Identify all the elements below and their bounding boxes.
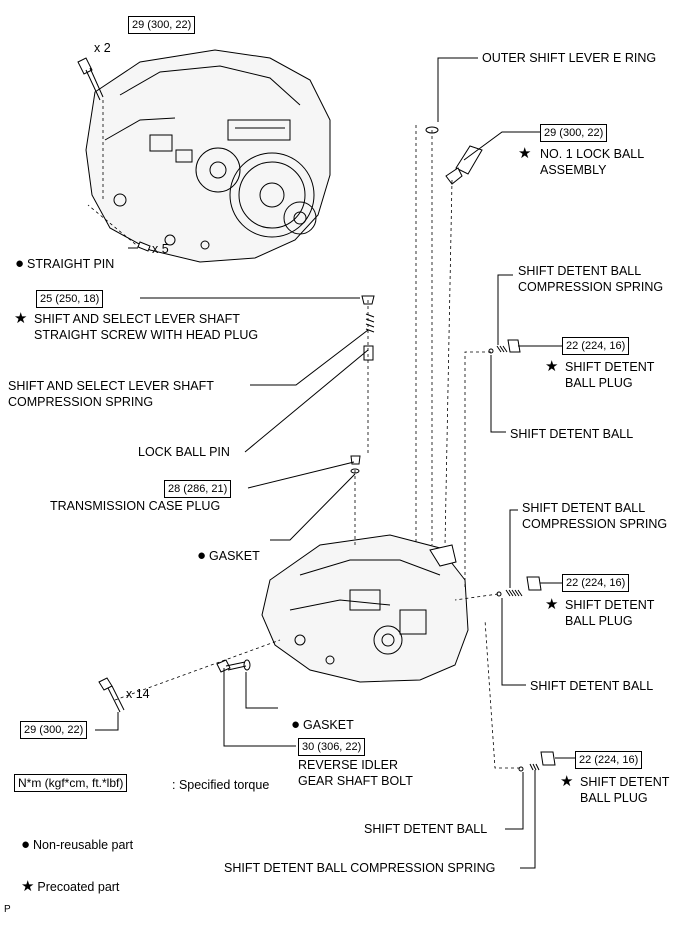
legend-torque-text: : Specified torque [172, 778, 270, 792]
label-detent-spring-1: SHIFT DETENT BALL COMPRESSION SPRING [518, 264, 664, 294]
select-spring-illustration [365, 313, 375, 333]
label-head-plug-text: SHIFT AND SELECT LEVER SHAFT STRAIGHT SC… [34, 312, 259, 342]
label-e-ring: OUTER SHIFT LEVER E RING [482, 51, 657, 65]
torque-box-detent-plug-2: 22 (224, 16) [562, 574, 630, 592]
footer-code: P [4, 904, 11, 915]
label-detent-spring-3: SHIFT DETENT BALL COMPRESSION SPRING [224, 861, 496, 875]
label-lock-ball-pin: LOCK BALL PIN [138, 445, 230, 459]
non-reusable-dot-icon: ● [14, 255, 25, 272]
label-detent-plug-2: ★ SHIFT DETENT BALL PLUG [545, 597, 654, 645]
assembly-guide-lines [87, 100, 520, 769]
straight-pin-illustration [137, 241, 151, 252]
detent-plug-2-illustration [526, 576, 542, 591]
label-straight-pin-text: STRAIGHT PIN [27, 257, 115, 271]
label-lock-ball-assembly-text: NO. 1 LOCK BALL ASSEMBLY [540, 147, 645, 177]
label-gasket-2-text: GASKET [303, 718, 354, 732]
torque-box-upper-bolts: 29 (300, 22) [128, 16, 196, 34]
detent-plug-1-illustration [507, 339, 521, 353]
detent-spring-2-illustration [505, 589, 523, 597]
qty-straight-pins: x 5 [152, 242, 169, 256]
torque-box-case-plug: 28 (286, 21) [164, 480, 232, 498]
label-detent-spring-2: SHIFT DETENT BALL COMPRESSION SPRING [522, 501, 668, 531]
legend-torque-box: N*m (kgf*cm, ft.*lbf) [14, 774, 128, 792]
label-straight-pin: ●STRAIGHT PIN [8, 240, 114, 272]
legend-precoated: ★Precoated part [14, 863, 119, 895]
label-gasket-1: ●GASKET [190, 532, 260, 564]
lower-transmission-case-illustration [261, 534, 469, 683]
precoated-star-icon: ★ [545, 596, 559, 613]
label-gasket-1-text: GASKET [209, 549, 260, 563]
detent-spring-1-illustration [496, 345, 508, 353]
legend-non-reusable-text: Non-reusable part [33, 838, 134, 852]
qty-lower-bolts: x 14 [126, 687, 150, 701]
label-detent-plug-2-text: SHIFT DETENT BALL PLUG [565, 598, 655, 628]
label-select-spring: SHIFT AND SELECT LEVER SHAFT COMPRESSION… [8, 379, 214, 409]
leader-lines [95, 57, 575, 869]
precoated-star-icon: ★ [545, 358, 559, 375]
torque-box-lock-ball: 29 (300, 22) [540, 124, 608, 142]
torque-box-detent-plug-3: 22 (224, 16) [575, 751, 643, 769]
precoated-star-icon: ★ [560, 773, 574, 790]
non-reusable-dot-icon: ● [290, 716, 301, 733]
label-lock-ball-assembly: ★ NO. 1 LOCK BALL ASSEMBLY [518, 146, 644, 194]
label-detent-plug-1-text: SHIFT DETENT BALL PLUG [565, 360, 655, 390]
detent-spring-3-illustration [529, 763, 540, 771]
label-head-plug: ★ SHIFT AND SELECT LEVER SHAFT STRAIGHT … [14, 311, 258, 359]
precoated-star-icon: ★ [20, 878, 35, 895]
label-detent-plug-3-text: SHIFT DETENT BALL PLUG [580, 775, 670, 805]
qty-upper-bolts: x 2 [94, 41, 111, 55]
upper-transmission-case-illustration [85, 49, 331, 263]
label-detent-ball-2: SHIFT DETENT BALL [530, 679, 654, 693]
precoated-star-icon: ★ [14, 310, 28, 327]
non-reusable-dot-icon: ● [196, 547, 207, 564]
idler-bolt-illustration [216, 659, 247, 673]
legend-non-reusable: ●Non-reusable part [14, 821, 133, 853]
torque-box-head-plug: 25 (250, 18) [36, 290, 104, 308]
non-reusable-dot-icon: ● [20, 836, 31, 853]
detent-ball-3-illustration [518, 766, 524, 772]
label-gasket-2: ●GASKET [284, 701, 354, 733]
label-detent-plug-1: ★ SHIFT DETENT BALL PLUG [545, 359, 654, 407]
detent-plug-3-illustration [540, 751, 556, 766]
torque-box-lower-bolts: 29 (300, 22) [20, 721, 88, 739]
label-idler-bolt: REVERSE IDLER GEAR SHAFT BOLT [298, 758, 413, 788]
torque-box-detent-plug-1: 22 (224, 16) [562, 337, 630, 355]
lock-ball-assembly-illustration [445, 145, 483, 185]
label-detent-ball-1: SHIFT DETENT BALL [510, 427, 634, 441]
detent-ball-1-illustration [488, 348, 494, 354]
precoated-star-icon: ★ [518, 145, 532, 162]
gasket-2-illustration [243, 659, 251, 671]
label-case-plug: TRANSMISSION CASE PLUG [50, 499, 221, 513]
lower-bolt-illustration [98, 677, 125, 713]
lock-ball-pin-illustration [363, 345, 374, 361]
legend-precoated-text: Precoated part [37, 880, 120, 894]
label-detent-plug-3: ★ SHIFT DETENT BALL PLUG [560, 774, 669, 822]
torque-box-idler-bolt: 30 (306, 22) [298, 738, 366, 756]
label-detent-ball-3: SHIFT DETENT BALL [364, 822, 488, 836]
upper-bolt-illustration [77, 57, 104, 101]
